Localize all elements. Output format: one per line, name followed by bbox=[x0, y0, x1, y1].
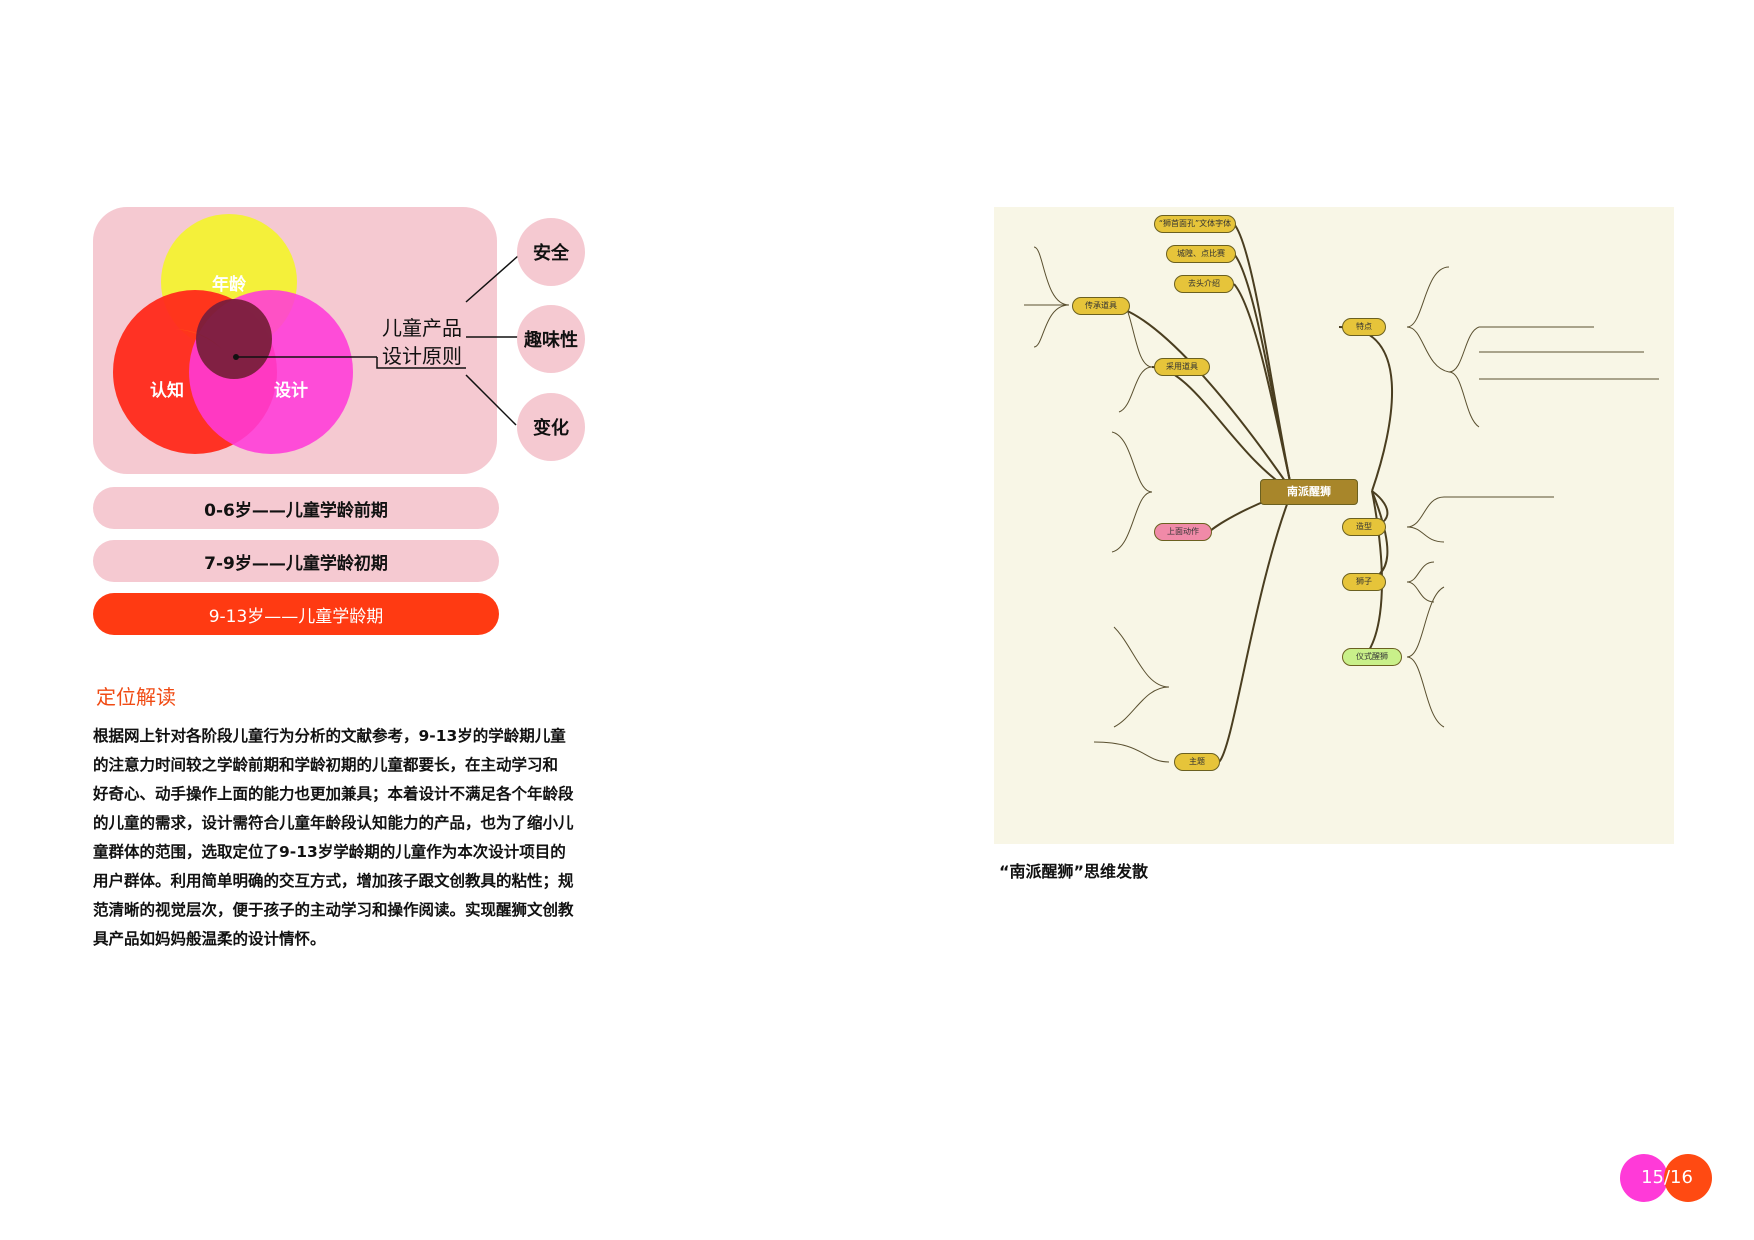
mindmap-node-intro: 去头介绍 bbox=[1174, 275, 1234, 293]
page-number: 15/16 bbox=[1641, 1166, 1693, 1188]
age-group-early-school: 7-9岁——儿童学龄初期 bbox=[93, 540, 499, 582]
venn-diagram bbox=[113, 214, 377, 454]
mindmap-root: 南派醒狮 bbox=[1260, 479, 1358, 505]
mindmap-node-theme: 主题 bbox=[1174, 753, 1220, 771]
mindmap-node-tools: 采用道具 bbox=[1154, 358, 1210, 376]
mindmap-node-actions: 上面动作 bbox=[1154, 523, 1212, 541]
mindmap-node-shape: 造型 bbox=[1342, 518, 1386, 536]
mindmap-image: “狮首面孔”文体字体 城隍、点比赛 去头介绍 传承道具 采用道具 上面动作 主题… bbox=[994, 207, 1674, 844]
page-number-badge bbox=[1620, 1154, 1712, 1202]
age-group-school: 9-13岁——儿童学龄期 bbox=[93, 593, 499, 635]
circle-label-cognition: 认知 bbox=[150, 381, 184, 401]
section-title: 定位解读 bbox=[96, 685, 176, 709]
age-group-preschool: 0-6岁——儿童学龄前期 bbox=[93, 487, 499, 529]
mindmap-node-lion: 狮子 bbox=[1342, 573, 1386, 591]
center-overlap bbox=[196, 299, 272, 379]
principle-safety: 安全 bbox=[517, 218, 585, 286]
mindmap-node-features: 特点 bbox=[1342, 318, 1386, 336]
principle-connectors bbox=[376, 255, 520, 426]
positioning-paragraph: 根据网上针对各阶段儿童行为分析的文献参考，9-13岁的学龄期儿童 的注意力时间较… bbox=[93, 727, 574, 948]
mindmap-node-font: “狮首面孔”文体字体 bbox=[1154, 215, 1236, 233]
principle-change: 变化 bbox=[517, 393, 585, 461]
principle-fun: 趣味性 bbox=[517, 305, 585, 373]
mindmap-caption: “南派醒狮”思维发散 bbox=[999, 862, 1149, 881]
mindmap-node-props: 传承道具 bbox=[1072, 297, 1130, 315]
circle-label-design: 设计 bbox=[274, 381, 308, 401]
mindmap-node-ritual: 仪式醒狮 bbox=[1342, 648, 1402, 666]
principles-title: 儿童产品 设计原则 bbox=[382, 316, 462, 368]
circle-label-age: 年龄 bbox=[212, 275, 246, 295]
mindmap-node-competition: 城隍、点比赛 bbox=[1166, 245, 1236, 263]
